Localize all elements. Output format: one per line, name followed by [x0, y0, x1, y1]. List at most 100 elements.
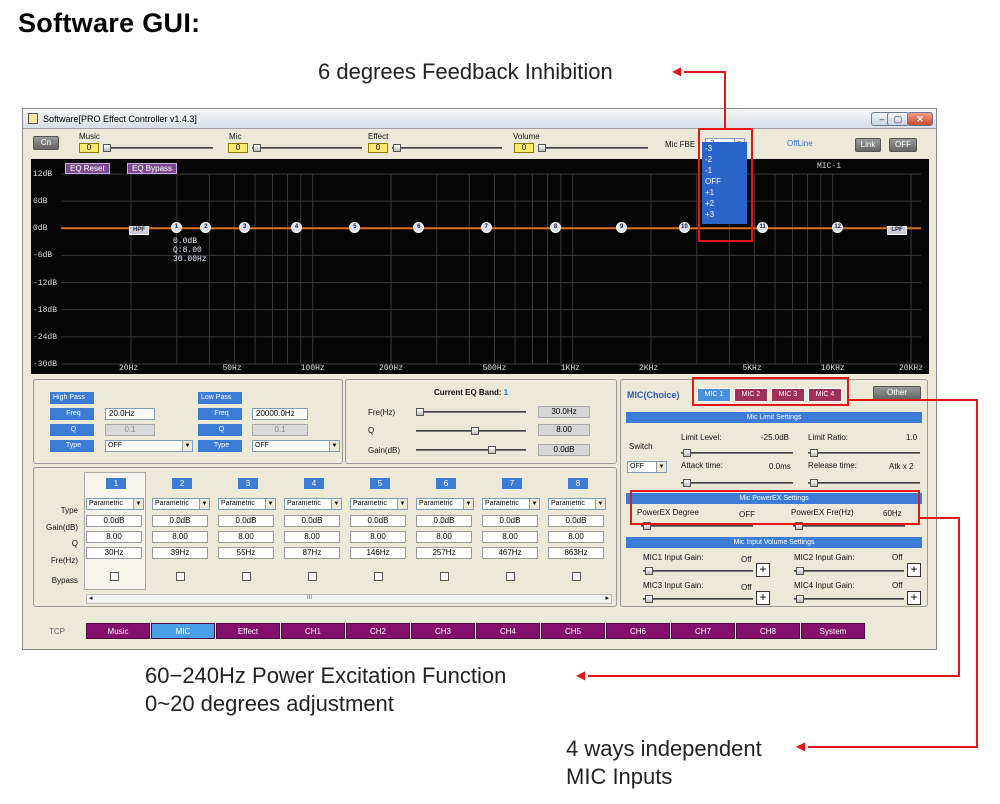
eq-band-q-field[interactable]: 8.00: [350, 531, 406, 543]
limit-level-track[interactable]: [681, 452, 793, 454]
lp-freq-field[interactable]: 20000.0Hz: [252, 408, 308, 420]
eq-band-gain-field[interactable]: 0.0dB: [350, 515, 406, 527]
tab-ch5[interactable]: CH5: [541, 623, 605, 639]
mic-input-gain-track[interactable]: [794, 598, 904, 600]
scroll-left-icon[interactable]: ◂: [89, 595, 93, 602]
eq-band-bypass-checkbox[interactable]: [176, 572, 185, 581]
close-button[interactable]: ✕: [907, 112, 933, 126]
cb-fre-track[interactable]: [416, 411, 526, 413]
eq-band-fre-field[interactable]: 467Hz: [482, 547, 538, 559]
eq-band-bypass-checkbox[interactable]: [440, 572, 449, 581]
eq-band-gain-field[interactable]: 0.0dB: [218, 515, 274, 527]
eq-band-number[interactable]: 8: [568, 478, 588, 489]
mic-input-gain-track[interactable]: [794, 570, 904, 572]
mic-input-gain-thumb[interactable]: [796, 595, 804, 603]
fbe-option[interactable]: +3: [705, 210, 715, 219]
eq-band-type-select[interactable]: Parametric▼: [548, 498, 606, 510]
fbe-option[interactable]: -3: [705, 144, 713, 153]
eq-band-type-select[interactable]: Parametric▼: [482, 498, 540, 510]
lp-type-select[interactable]: OFF ▼: [252, 440, 340, 452]
hp-q-field[interactable]: 0.1: [105, 424, 155, 436]
mic-choice-button[interactable]: MIC 1: [697, 388, 731, 402]
eq-band-fre-field[interactable]: 146Hz: [350, 547, 406, 559]
mic-slider-track[interactable]: [252, 147, 362, 149]
fbe-option[interactable]: OFF: [705, 177, 721, 186]
other-button[interactable]: Other: [873, 386, 921, 400]
scroll-right-icon[interactable]: ▸: [605, 595, 609, 602]
eq-reset-button[interactable]: EQ Reset: [65, 163, 110, 174]
eq-band-type-select[interactable]: Parametric▼: [416, 498, 474, 510]
eq-band-bypass-checkbox[interactable]: [506, 572, 515, 581]
eq-band-node[interactable]: 3: [239, 222, 251, 234]
volume-slider-thumb[interactable]: [538, 144, 546, 152]
eq-band-node[interactable]: 6: [413, 222, 425, 234]
eq-band-fre-field[interactable]: 55Hz: [218, 547, 274, 559]
eq-band-fre-field[interactable]: 863Hz: [548, 547, 604, 559]
tab-ch6[interactable]: CH6: [606, 623, 670, 639]
eq-band-node[interactable]: 10: [678, 222, 690, 234]
off-button[interactable]: OFF: [889, 138, 917, 152]
eq-band-number[interactable]: 1: [106, 478, 126, 489]
eq-band-number[interactable]: 7: [502, 478, 522, 489]
effect-slider-track[interactable]: [392, 147, 502, 149]
eq-band-q-field[interactable]: 8.00: [218, 531, 274, 543]
tab-ch4[interactable]: CH4: [476, 623, 540, 639]
eq-band-q-field[interactable]: 8.00: [152, 531, 208, 543]
eq-band-type-select[interactable]: Parametric▼: [284, 498, 342, 510]
mic-input-gain-thumb[interactable]: [645, 595, 653, 603]
eq-band-node[interactable]: 9: [616, 222, 628, 234]
cb-fre-thumb[interactable]: [416, 408, 424, 416]
effect-slider-thumb[interactable]: [393, 144, 401, 152]
eq-band-q-field[interactable]: 8.00: [416, 531, 472, 543]
eq-band-gain-field[interactable]: 0.0dB: [548, 515, 604, 527]
mic-input-gain-track[interactable]: [643, 570, 753, 572]
tab-ch1[interactable]: CH1: [281, 623, 345, 639]
attack-track[interactable]: [681, 482, 793, 484]
eq-band-type-select[interactable]: Parametric▼: [350, 498, 408, 510]
lpf-handle[interactable]: LPF: [887, 226, 907, 235]
eq-table-scrollbar[interactable]: ◂ III ▸: [86, 594, 612, 604]
eq-band-bypass-checkbox[interactable]: [110, 572, 119, 581]
eq-band-node[interactable]: 2: [200, 222, 212, 234]
powerex-fre-thumb[interactable]: [795, 522, 803, 530]
scroll-grip[interactable]: III: [307, 595, 313, 601]
limit-level-thumb[interactable]: [683, 449, 691, 457]
plus-icon[interactable]: +: [907, 563, 921, 577]
eq-band-node[interactable]: 4: [291, 222, 302, 234]
mic-slider-thumb[interactable]: [253, 144, 261, 152]
cb-gain-thumb[interactable]: [488, 446, 496, 454]
mic-choice-button[interactable]: MIC 4: [808, 388, 842, 402]
mic-input-gain-thumb[interactable]: [645, 567, 653, 575]
hp-freq-field[interactable]: 20.0Hz: [105, 408, 155, 420]
eq-band-bypass-checkbox[interactable]: [572, 572, 581, 581]
eq-band-number[interactable]: 2: [172, 478, 192, 489]
fbe-option[interactable]: -2: [705, 155, 713, 164]
eq-band-fre-field[interactable]: 257Hz: [416, 547, 472, 559]
eq-band-fre-field[interactable]: 87Hz: [284, 547, 340, 559]
powerex-degree-track[interactable]: [641, 525, 753, 527]
eq-band-number[interactable]: 3: [238, 478, 258, 489]
limit-ratio-thumb[interactable]: [810, 449, 818, 457]
tab-ch2[interactable]: CH2: [346, 623, 410, 639]
eq-band-gain-field[interactable]: 0.0dB: [86, 515, 142, 527]
powerex-degree-thumb[interactable]: [643, 522, 651, 530]
cb-gain-track[interactable]: [416, 449, 526, 451]
switch-select[interactable]: OFF ▼: [627, 461, 667, 473]
eq-band-fre-field[interactable]: 30Hz: [86, 547, 142, 559]
eq-band-node[interactable]: 1: [170, 222, 182, 234]
music-slider-track[interactable]: [103, 147, 213, 149]
plus-icon[interactable]: +: [756, 563, 770, 577]
maximize-button[interactable]: ▢: [887, 112, 909, 126]
mic-choice-button[interactable]: MIC 3: [771, 388, 805, 402]
volume-slider-track[interactable]: [538, 147, 648, 149]
lp-q-field[interactable]: 0.1: [252, 424, 308, 436]
tab-ch7[interactable]: CH7: [671, 623, 735, 639]
eq-band-gain-field[interactable]: 0.0dB: [482, 515, 538, 527]
cn-button[interactable]: Cn: [33, 136, 59, 150]
eq-band-q-field[interactable]: 8.00: [284, 531, 340, 543]
eq-band-number[interactable]: 6: [436, 478, 456, 489]
tab-ch3[interactable]: CH3: [411, 623, 475, 639]
eq-band-gain-field[interactable]: 0.0dB: [152, 515, 208, 527]
tab-mic[interactable]: MIC: [151, 623, 215, 639]
attack-thumb[interactable]: [683, 479, 691, 487]
